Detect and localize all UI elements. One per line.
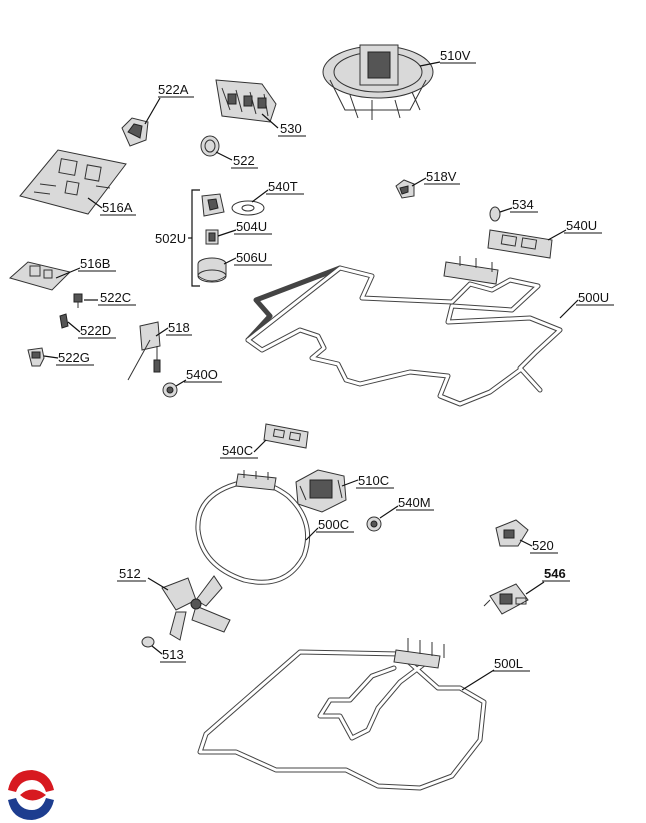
switch-520[interactable] xyxy=(495,519,529,547)
terminal-block-530[interactable] xyxy=(215,79,277,123)
label-513: 513 xyxy=(162,647,184,662)
part-518v[interactable] xyxy=(395,179,415,199)
label-522: 522 xyxy=(233,153,255,168)
part-522a[interactable] xyxy=(121,117,149,147)
brand-logo xyxy=(8,770,54,820)
label-522a: 522A xyxy=(158,82,189,97)
label-540t: 540T xyxy=(268,179,298,194)
label-540m: 540M xyxy=(398,495,431,510)
label-540o: 540O xyxy=(186,367,218,382)
part-534[interactable] xyxy=(489,206,501,222)
label-546: 546 xyxy=(544,566,566,581)
label-520: 520 xyxy=(532,538,554,553)
cooling-fan-510v[interactable] xyxy=(322,44,434,120)
gasket-540t[interactable] xyxy=(231,200,265,216)
fan-blade-512[interactable] xyxy=(161,575,231,641)
part-522[interactable] xyxy=(200,135,220,157)
label-512: 512 xyxy=(119,566,141,581)
label-500u: 500U xyxy=(578,290,609,305)
convection-motor-510c[interactable] xyxy=(295,469,347,513)
part-506u[interactable] xyxy=(197,257,227,283)
part-522d[interactable] xyxy=(59,313,69,329)
part-504u[interactable] xyxy=(205,229,219,245)
label-522g: 522G xyxy=(58,350,90,365)
bottom-heating-element-500l[interactable] xyxy=(197,638,487,791)
label-516b: 516B xyxy=(80,256,110,271)
label-518: 518 xyxy=(168,320,190,335)
label-500l: 500L xyxy=(494,656,523,671)
part-513[interactable] xyxy=(141,636,155,648)
label-518v: 518V xyxy=(426,169,457,184)
label-534: 534 xyxy=(512,197,534,212)
gasket-plate-540c[interactable] xyxy=(263,423,309,449)
control-board-516a[interactable] xyxy=(19,149,127,215)
top-heating-element-500u[interactable] xyxy=(245,256,563,407)
probe-518[interactable] xyxy=(127,321,161,381)
relay-546[interactable] xyxy=(483,583,529,615)
part-540t-thermostat-top[interactable] xyxy=(201,193,225,217)
part-522c[interactable] xyxy=(73,293,83,308)
label-506u: 506U xyxy=(236,250,267,265)
label-510c: 510C xyxy=(358,473,389,488)
label-522d: 522D xyxy=(80,323,111,338)
part-540o[interactable] xyxy=(162,382,178,398)
part-522g[interactable] xyxy=(27,347,45,367)
label-504u: 504U xyxy=(236,219,267,234)
label-510v: 510V xyxy=(440,48,471,63)
label-530: 530 xyxy=(280,121,302,136)
label-516a: 516A xyxy=(102,200,133,215)
label-502u: 502U xyxy=(155,231,186,246)
label-500c: 500C xyxy=(318,517,349,532)
gasket-plate-540u[interactable] xyxy=(487,229,553,259)
label-540c: 540C xyxy=(222,443,253,458)
label-522c: 522C xyxy=(100,290,131,305)
label-540u: 540U xyxy=(566,218,597,233)
circular-element-500c[interactable] xyxy=(195,470,311,585)
part-540m[interactable] xyxy=(366,516,382,532)
